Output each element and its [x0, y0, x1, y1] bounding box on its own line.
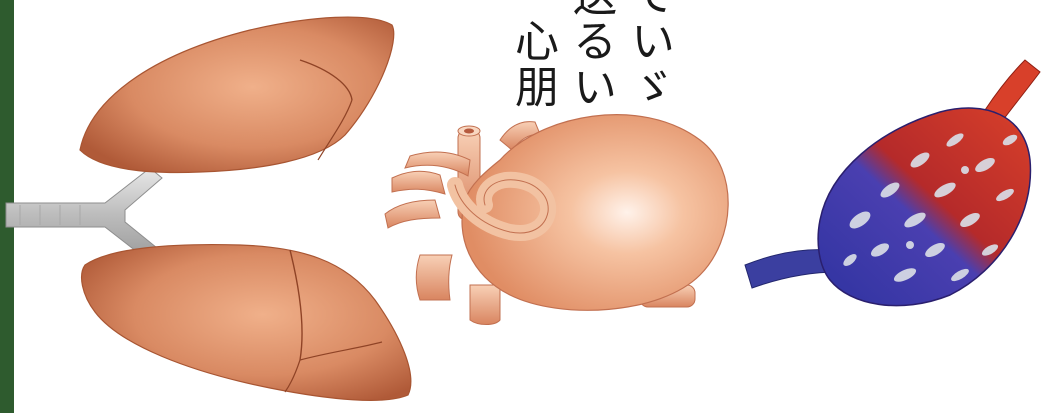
trachea: [6, 168, 162, 262]
lung-upper: [80, 17, 394, 172]
caption-line-1: 心朋: [510, 18, 554, 110]
caption-text-block: 心朋 送るい ていゞ: [500, 0, 700, 110]
caption-line-3: ていゞ: [626, 0, 670, 110]
lung-lower: [82, 245, 411, 401]
heart: [385, 115, 728, 325]
alveolus: [745, 60, 1040, 306]
caption-line-2: 送るい: [568, 0, 612, 110]
